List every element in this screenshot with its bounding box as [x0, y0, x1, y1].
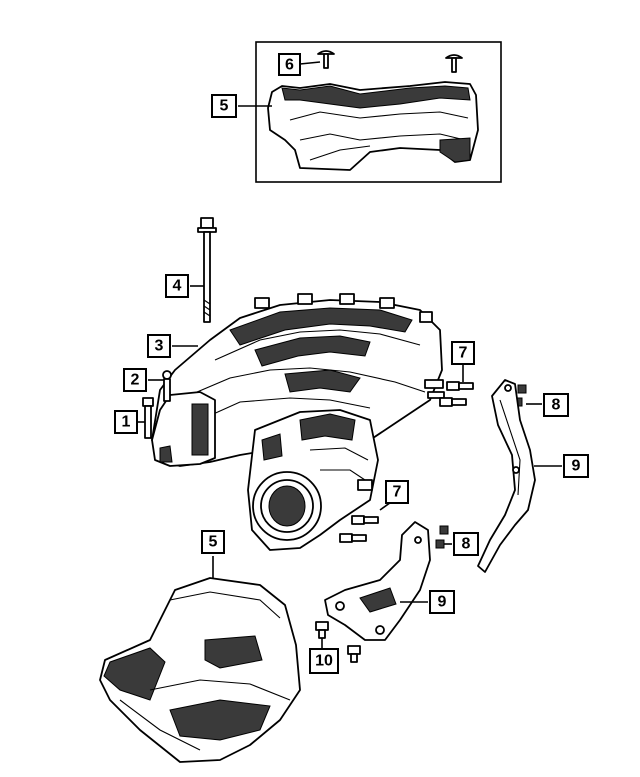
engine-cover-bottom: [99, 577, 301, 763]
support-bracket-lower: [324, 521, 431, 641]
callout-8-lower-label: 8: [462, 536, 471, 553]
callout-7-lower: 7: [385, 480, 409, 504]
callout-5-top: 5: [211, 94, 237, 118]
callout-9-upper: 9: [563, 454, 589, 478]
callout-7-upper-label: 7: [459, 345, 468, 362]
callout-2-label: 2: [131, 372, 140, 389]
callout-5-bottom-label: 5: [209, 534, 218, 551]
callout-1-label: 1: [122, 414, 131, 431]
stud-upper-b: [439, 397, 467, 407]
callout-7-upper: 7: [451, 341, 475, 365]
stud-fastener: [162, 370, 172, 402]
callout-9-lower: 9: [429, 590, 455, 614]
callout-8-upper: 8: [543, 393, 569, 417]
callout-5-top-label: 5: [220, 98, 229, 115]
callout-10: 10: [309, 648, 339, 674]
throttle-body: [247, 409, 379, 551]
callout-8-upper-label: 8: [552, 397, 561, 414]
pin-fastener-left: [317, 50, 335, 69]
callout-3: 3: [147, 334, 171, 358]
callout-7-lower-label: 7: [393, 484, 402, 501]
callout-3-label: 3: [155, 338, 164, 355]
nut-lower-b: [435, 539, 445, 549]
callout-6-label: 6: [285, 57, 294, 74]
callout-9-lower-label: 9: [438, 594, 447, 611]
short-bolt: [142, 397, 154, 439]
callout-5-bottom: 5: [201, 530, 225, 554]
pin-fastener-right: [445, 54, 463, 73]
engine-cover-top: [267, 81, 479, 171]
bolt-ten-b: [347, 645, 361, 663]
stud-lower-b: [339, 533, 367, 543]
callout-4: 4: [165, 274, 189, 298]
callout-9-upper-label: 9: [572, 458, 581, 475]
callout-10-label: 10: [315, 653, 333, 670]
callout-8-lower: 8: [453, 532, 479, 556]
long-bolt: [197, 217, 217, 323]
callout-1: 1: [114, 410, 138, 434]
bolt-ten-a: [315, 621, 329, 639]
inset-frame: [255, 41, 502, 183]
leader-6-left: [299, 61, 321, 65]
callout-2: 2: [123, 368, 147, 392]
callout-6: 6: [278, 53, 301, 76]
nut-upper-a: [517, 384, 527, 394]
stud-upper-a: [446, 381, 474, 391]
nut-lower-a: [439, 525, 449, 535]
stud-lower-a: [351, 515, 379, 525]
support-bracket-upper: [477, 379, 536, 573]
callout-4-label: 4: [173, 278, 182, 295]
